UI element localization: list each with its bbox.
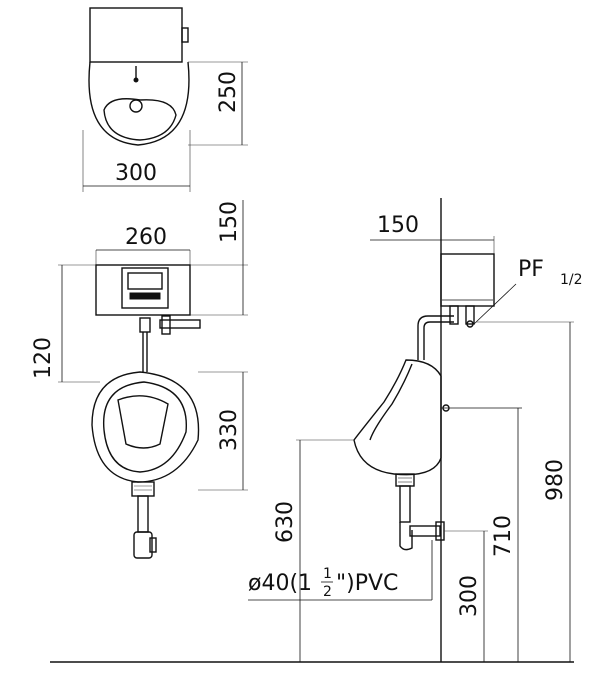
side-bowl-rim	[369, 363, 413, 441]
side-drain-pipe	[399, 485, 411, 523]
top-drain-hole	[129, 99, 143, 113]
drain-pipe	[137, 495, 149, 533]
top-bowl-outline	[88, 61, 190, 146]
front-bowl-rim	[103, 381, 187, 473]
drain-spec-label: ø40(1	[248, 571, 312, 596]
supply-pipe-bend	[417, 315, 454, 360]
dim-floor-to-supply: 980	[543, 459, 568, 501]
top-bowl-basin	[103, 98, 177, 141]
side-outlet-pipe	[409, 525, 441, 537]
front-bowl-basin	[117, 395, 169, 449]
dim-floor-to-spud: 710	[491, 515, 516, 557]
dim-bowl-height: 330	[217, 409, 242, 451]
side-valve-tip	[466, 320, 474, 328]
side-view: 150 PF 1/2	[50, 198, 583, 663]
dim-floor-to-rim: 630	[273, 501, 298, 543]
dim-side-tank-width: 150	[377, 213, 419, 238]
side-valve	[449, 305, 459, 325]
top-spud-dot	[133, 77, 139, 83]
drain-nut	[131, 481, 155, 497]
side-bowl-outline	[353, 359, 442, 476]
top-view: 250 300	[82, 7, 248, 192]
drain-spec-numerator: 1	[323, 566, 332, 582]
top-tank-outline	[89, 7, 183, 63]
side-trap	[399, 522, 413, 551]
dim-panel-width: 260	[125, 225, 167, 250]
spud-marker	[442, 404, 450, 412]
sensor-bar	[129, 292, 161, 300]
dim-panel-to-bowl: 120	[31, 337, 56, 379]
front-view: 260 150 120 330	[31, 200, 248, 559]
supply-nut	[139, 317, 151, 333]
dim-panel-height: 150	[217, 201, 242, 243]
drain-outlet	[149, 537, 157, 553]
supply-pipe-bend	[423, 321, 454, 360]
side-valve	[465, 305, 475, 325]
drain-spec-denominator: 2	[323, 584, 332, 600]
pipe-thread-leader	[473, 283, 517, 325]
top-tank-valve	[181, 27, 189, 43]
dim-tank-width: 300	[115, 161, 157, 186]
sensor-lens	[127, 272, 163, 290]
side-tank	[440, 253, 495, 307]
drain-trap	[133, 531, 153, 559]
pipe-thread-sub: 1/2	[560, 272, 583, 288]
dim-tank-depth: 250	[216, 71, 241, 113]
valve-body	[161, 315, 171, 335]
drain-spec-suffix: ")PVC	[336, 571, 398, 596]
dim-floor-to-waste: 300	[457, 575, 482, 617]
side-drain-nut	[395, 473, 415, 487]
pipe-thread-label: PF	[518, 257, 544, 282]
sensor-window	[121, 267, 169, 309]
front-bowl-outline	[91, 371, 200, 483]
valve-handle	[159, 319, 201, 329]
sensor-panel	[95, 264, 191, 316]
